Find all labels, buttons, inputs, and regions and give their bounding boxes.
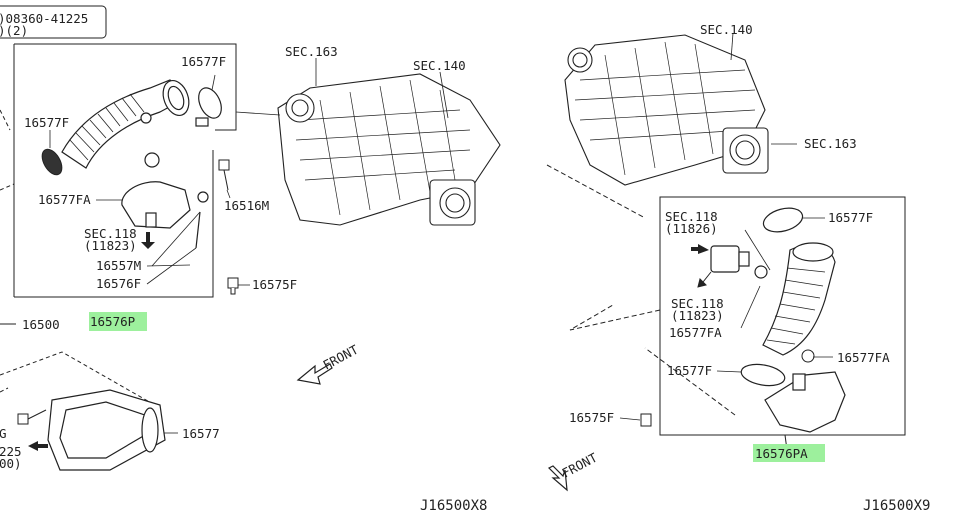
label-sec140: SEC.140 [413,58,466,73]
front-direction-icon [296,363,333,385]
reference-quantity: )(2) [0,23,28,38]
intake-manifold-icon [564,34,769,186]
label-16575F: 16575F [252,277,297,292]
parts-frame [659,196,906,436]
clip-icon [640,413,652,427]
hose-clamp-icon [740,363,786,387]
front-direction-icon [547,465,568,492]
reference-box [0,5,107,39]
diagram-id: J16500X9 [863,498,930,512]
label-sec118: SEC.118 [84,226,137,241]
label-16577FA: 16577FA [38,192,91,207]
diagram-j16500x9: SEC.140 SEC.163 SEC.118 (11826) 16577F S… [545,0,955,512]
label-16557M: 16557M [96,258,141,273]
label-edge-00: 00) [0,456,22,471]
label-front: FRONT [559,450,600,481]
label-16577F: 16577F [181,54,226,69]
bolt-icon [17,409,47,425]
label-sec118-code: (11823) [84,238,137,253]
label-16577F-clamp: 16577F [24,115,69,130]
highlight-marker [89,312,147,331]
resonator-icon [121,152,209,249]
resonator-icon [764,371,846,433]
label-edge-225: 225 [0,444,22,459]
diagram-id: J16500X8 [420,498,487,512]
sensor-icon [710,245,768,279]
label-16576F: 16576F [96,276,141,291]
hose-clamp-icon [195,87,222,127]
label-16516M: 16516M [224,198,269,213]
label-16500: 16500 [22,317,60,332]
label-16576PA: 16576PA [755,446,808,461]
label-16577FA-b: 16577FA [837,350,890,365]
label-sec118-a-code: (11826) [665,221,718,236]
label-sec118-b-code: (11823) [671,308,724,323]
label-16577F-b: 16577F [667,363,712,378]
label-sec163: SEC.163 [285,44,338,59]
air-duct-icon [762,242,836,356]
panel-divider [515,0,545,512]
hose-clamp-icon [801,349,815,363]
label-front: FRONT [320,342,361,373]
bolt-icon [218,159,230,191]
hose-clamp-icon [41,148,63,176]
label-sec118-b: SEC.118 [671,296,724,311]
highlight-marker [753,444,825,462]
label-edge-g: G [0,426,7,441]
diagram-j16500x8: )08360-41225 )(2) SEC.163 SEC.140 16577F… [0,5,501,512]
label-16577F: 16577F [828,210,873,225]
label-sec140: SEC.140 [700,22,753,37]
label-16577FA: 16577FA [669,325,722,340]
label-16575F: 16575F [569,410,614,425]
label-sec163: SEC.163 [804,136,857,151]
hose-clamp-icon [762,207,804,233]
label-16577: 16577 [182,426,220,441]
label-16576P: 16576P [90,314,135,329]
air-inlet-adapter-icon [47,389,166,471]
reference-number: )08360-41225 [0,11,88,26]
intake-manifold-icon [277,73,501,226]
clip-icon [227,277,239,295]
air-duct-icon [61,79,190,169]
label-sec118-a: SEC.118 [665,209,718,224]
